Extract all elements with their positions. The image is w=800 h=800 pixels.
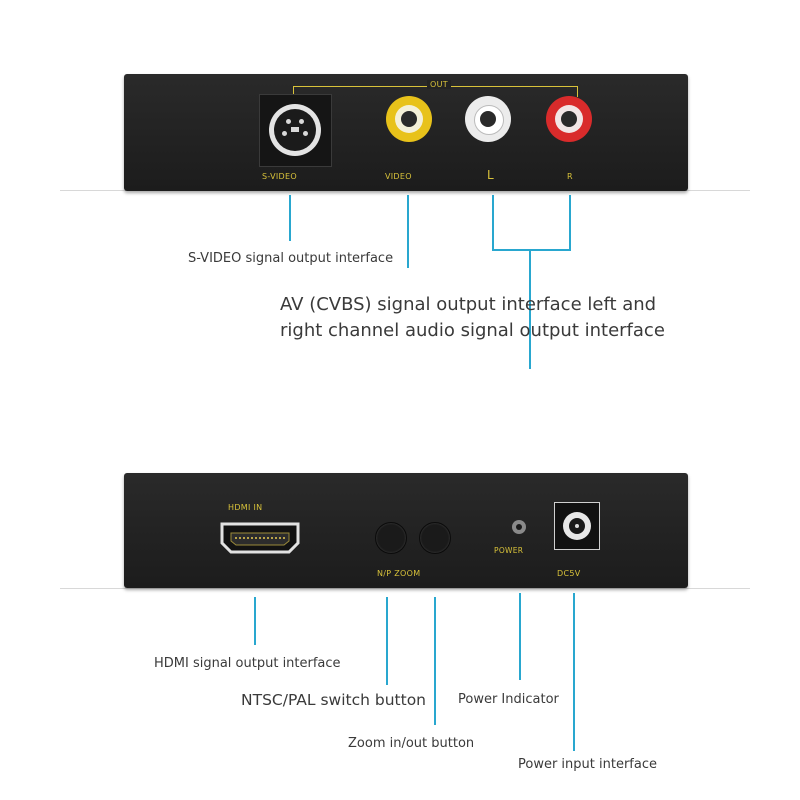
right-port-label: R (567, 172, 573, 181)
rca-left-audio-port (465, 96, 511, 142)
video-leader-line (407, 195, 409, 268)
dc-label: DC5V (557, 569, 581, 578)
rca-right-audio-port (546, 96, 592, 142)
svideo-callout: S-VIDEO signal output interface (188, 251, 394, 266)
ntsc-pal-leader-line (386, 597, 388, 685)
right-leader-line (569, 195, 571, 250)
lr-join-line (492, 249, 571, 251)
ntsc-pal-callout: NTSC/PAL switch button (241, 691, 427, 709)
svideo-port-label: S-VIDEO (262, 172, 297, 181)
zoom-leader-line (434, 597, 436, 725)
hdmi-callout: HDMI signal output interface (154, 656, 341, 671)
svideo-port (259, 94, 332, 167)
rca-video-port (386, 96, 432, 142)
svideo-leader-line (289, 195, 291, 241)
power-indicator-led (512, 520, 526, 534)
power-input-leader-line (573, 593, 575, 751)
power-indicator-leader-line (519, 593, 521, 680)
zoom-callout: Zoom in/out button (348, 736, 475, 751)
left-port-label: L (487, 168, 494, 182)
zoom-button[interactable] (419, 522, 451, 554)
power-input-callout: Power input interface (518, 757, 657, 772)
power-label: POWER (494, 546, 524, 555)
hdmi-port (220, 522, 300, 554)
dc-power-jack (554, 502, 600, 550)
av-callout-line1: AV (CVBS) signal output interface left a… (280, 294, 657, 315)
left-leader-line (492, 195, 494, 250)
buttons-label: N/P ZOOM (377, 569, 421, 578)
ntsc-pal-switch-button[interactable] (375, 522, 407, 554)
out-label: OUT (427, 80, 451, 89)
av-callout-line2: right channel audio signal output interf… (280, 320, 665, 341)
hdmi-leader-line (254, 597, 256, 645)
hdmi-port-label: HDMI IN (228, 503, 263, 512)
av-leader-line (529, 249, 531, 369)
surface-line (60, 588, 750, 589)
video-port-label: VIDEO (385, 172, 412, 181)
svideo-connector (269, 104, 321, 156)
power-indicator-callout: Power Indicator (458, 692, 559, 707)
